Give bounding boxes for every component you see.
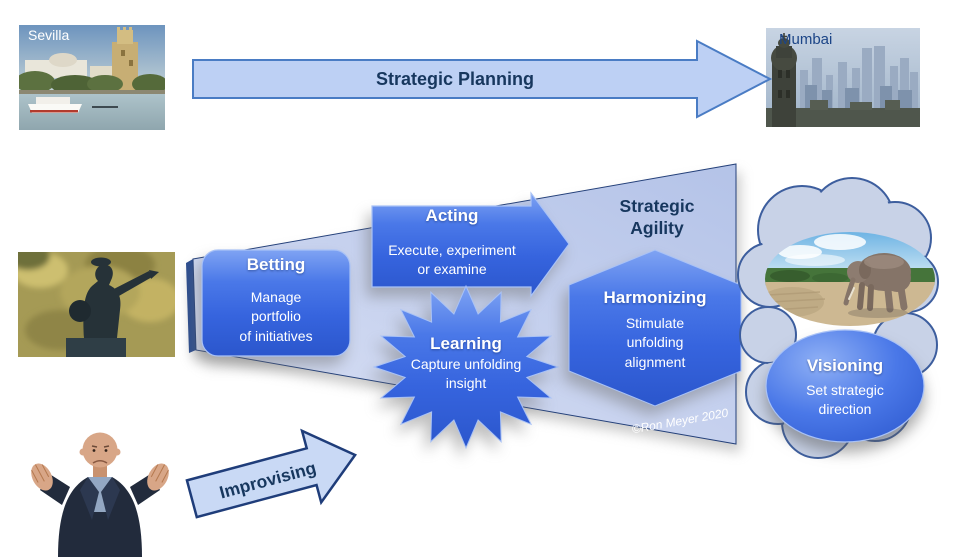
elephant-figure (843, 253, 911, 318)
acting-arrow-shape (371, 191, 570, 298)
statue-figure (66, 257, 159, 357)
learning-star-shape (372, 284, 560, 450)
strategic-planning-arrow (192, 39, 773, 119)
improvising-arrow (185, 428, 358, 519)
visioning-ellipse (765, 329, 925, 443)
sevilla-photo (19, 25, 165, 130)
church-tower (771, 33, 797, 127)
sevilla-photo-label: Sevilla (28, 27, 70, 43)
left-hand (31, 463, 53, 491)
statue-photo (18, 252, 175, 357)
right-hand (147, 463, 169, 491)
betting-shape (201, 249, 351, 357)
mumbai-photo (766, 28, 920, 127)
mumbai-photo-label: Mumbai (779, 31, 833, 48)
shrugging-man-photo (31, 432, 169, 557)
